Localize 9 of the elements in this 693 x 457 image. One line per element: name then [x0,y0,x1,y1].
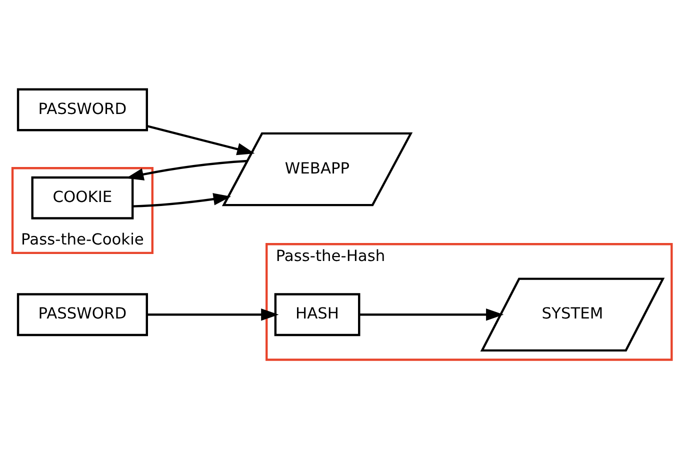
arrow [126,159,248,180]
arrow [132,192,232,207]
node-box: PASSWORD [16,88,148,131]
arrow [359,308,504,320]
node-box: COOKIE [31,176,134,219]
arrow [147,308,279,320]
node-box: HASH [274,292,360,336]
arrow [146,124,255,155]
node-box: PASSWORD [16,292,148,336]
